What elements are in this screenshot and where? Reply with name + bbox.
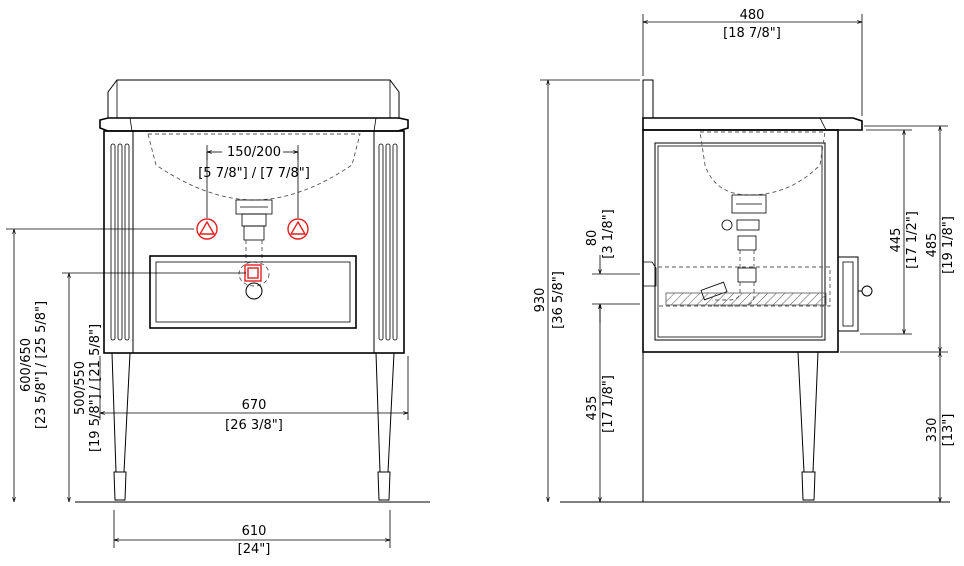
width-between-legs-imperial: [26 3/8"] [225, 418, 283, 433]
drain-height-value: 500/550 [73, 361, 88, 415]
dim-drain-height: 500/550 [19 5/8"] / [21 5/8"] [62, 272, 246, 502]
total-height-value: 930 [533, 288, 548, 313]
backsplash [107, 79, 400, 118]
leg-height-value: 330 [925, 418, 940, 443]
dim-leg-height: 330 [13"] [925, 352, 956, 502]
depth-imperial: [18 7/8"] [723, 26, 781, 41]
base-width-value: 610 [242, 524, 267, 539]
side-leg [797, 351, 819, 473]
dim-depth: 480 [18 7/8"] [642, 8, 863, 116]
base-width-imperial: [24"] [238, 542, 271, 557]
drain-height-imperial: [19 5/8"] / [21 5/8"] [88, 324, 103, 452]
depth-value: 480 [740, 8, 765, 23]
cabinet-side [642, 129, 839, 353]
right-pilaster-flutes [378, 143, 398, 341]
drawer-height-value: 80 [585, 230, 600, 247]
total-height-imperial: [36 5/8"] [551, 271, 566, 329]
backsplash-side [642, 79, 654, 118]
sink-basin-side-hidden [699, 131, 826, 196]
water-outlet-icon [287, 218, 309, 240]
leg-height-imperial: [13"] [941, 414, 956, 447]
outlet-spacing-imperial: [5 7/8"] / [7 7/8"] [198, 166, 310, 181]
lower-height-imperial: [17 1/8"] [601, 375, 616, 433]
dim-outlet-spacing: 150/200 [5 7/8"] / [7 7/8"] [198, 145, 310, 218]
dim-outlet-height: 600/650 [23 5/8"] / [25 5/8"] [6, 228, 194, 502]
inner-height-value: 445 [889, 228, 904, 253]
dim-width-between-legs: 670 [26 3/8"] [99, 356, 409, 433]
drawer-knob [245, 282, 263, 300]
front-view: 150/200 [5 7/8"] / [7 7/8"] 670 [26 3/8"… [6, 79, 430, 557]
left-pilaster-flutes [110, 143, 130, 341]
cabinet-height-imperial: [19 1/8"] [941, 216, 956, 274]
drawer-knob-side [861, 285, 873, 297]
countertop [99, 117, 409, 132]
dim-drawer-height: 80 [3 1/8"] [585, 209, 640, 323]
dim-total-height: 930 [36 5/8"] [533, 79, 640, 502]
dim-lower-height: 435 [17 1/8"] [585, 304, 616, 502]
lower-height-value: 435 [585, 396, 600, 421]
water-outlet-icon [196, 218, 218, 240]
cabinet-body [103, 130, 405, 354]
drawer-front-side [837, 256, 859, 332]
drain-trap [235, 199, 273, 287]
outlet-spacing-value: 150/200 [227, 145, 281, 160]
front-left-leg [111, 352, 131, 473]
width-between-legs-value: 670 [242, 398, 267, 413]
dim-cabinet-height: 485 [19 1/8"] [840, 125, 956, 353]
side-view: 480 [18 7/8"] 930 [36 5/8"] 80 [3 1/8"] … [533, 8, 956, 503]
outlet-height-imperial: [23 5/8"] / [25 5/8"] [34, 301, 49, 429]
drawer-front [149, 255, 357, 329]
dim-base-width: 610 [24"] [113, 510, 391, 557]
outlet-height-value: 600/650 [19, 338, 34, 392]
drawer-height-imperial: [3 1/8"] [601, 209, 616, 258]
cabinet-height-value: 485 [925, 233, 940, 258]
countertop-side [642, 117, 863, 131]
inner-height-imperial: [17 1/2"] [905, 211, 920, 269]
side-panel [654, 142, 826, 341]
drain-outlet-icon [244, 264, 262, 282]
front-right-leg [375, 352, 395, 473]
drawer-bottom-hatch [665, 292, 827, 306]
dim-inner-height: 445 [17 1/2"] [860, 129, 920, 335]
drawer-box-hidden [658, 266, 831, 307]
